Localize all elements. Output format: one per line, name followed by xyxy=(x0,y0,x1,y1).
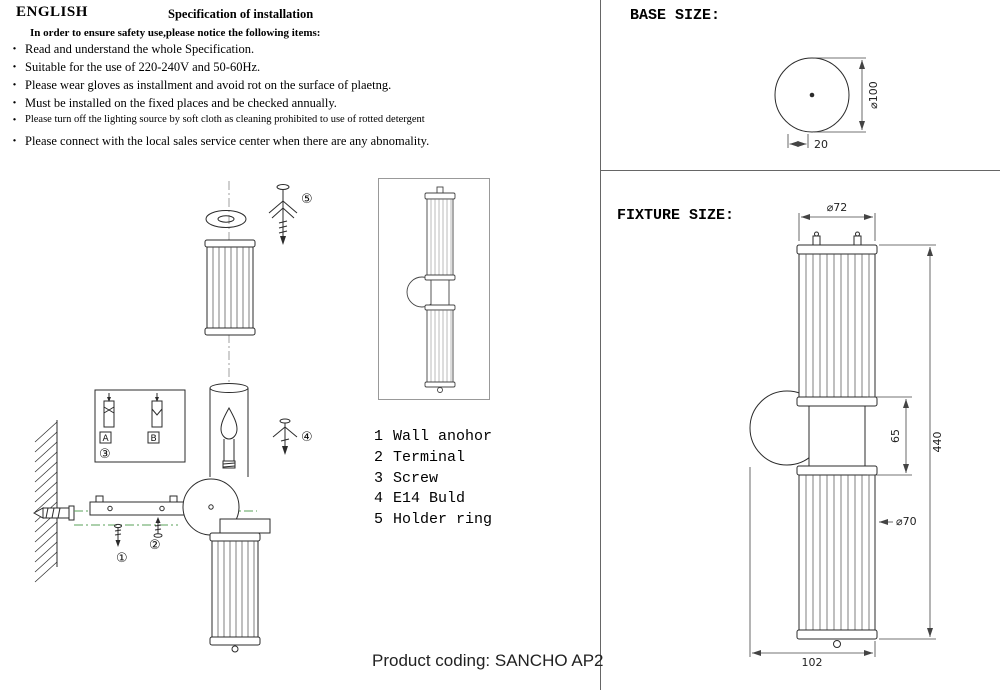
safety-item-text: Must be installed on the fixed places an… xyxy=(25,96,337,110)
anchor-detail-box xyxy=(94,389,186,463)
safety-item: Please connect with the local sales serv… xyxy=(12,134,587,149)
fixture-preview-drawing xyxy=(406,186,456,393)
part-row: 1 Wall anohor xyxy=(374,428,492,449)
detail-label-a: A xyxy=(103,434,110,444)
safety-item: Please turn off the lighting source by s… xyxy=(12,114,587,128)
fixture-preview-frame xyxy=(378,178,490,400)
assembly-diagram: ⑤ ④ ③ ② ① A B xyxy=(32,181,313,653)
part-label: Wall anohor xyxy=(393,428,493,445)
part-row: 4 E14 Buld xyxy=(374,490,492,511)
safety-intro: In order to ensure safety use,please not… xyxy=(30,27,321,39)
callout-5: ⑤ xyxy=(301,192,313,207)
bullet-icon xyxy=(12,42,25,57)
upper-shade xyxy=(204,239,256,336)
wall-section xyxy=(34,420,58,583)
part-number: 4 xyxy=(374,490,384,508)
part-row: 5 Holder ring xyxy=(374,511,492,532)
part-number: 2 xyxy=(374,448,384,466)
lower-shade xyxy=(796,465,878,648)
dim-shade-diameter: ⌀70 xyxy=(896,515,917,528)
fixture-size-heading: FIXTURE SIZE: xyxy=(617,207,735,224)
base-size-heading: BASE SIZE: xyxy=(630,7,721,24)
part-number: 3 xyxy=(374,469,384,487)
callout-3: ③ xyxy=(99,447,111,462)
safety-item-text: Read and understand the whole Specificat… xyxy=(25,42,255,56)
bullet-icon xyxy=(12,78,25,93)
dim-total-height: 440 xyxy=(931,432,944,453)
safety-item-text: Suitable for the use of 220-240V and 50-… xyxy=(25,60,261,74)
bulb-flame xyxy=(220,406,238,440)
fixture-holder xyxy=(219,518,271,534)
page-title: Specification of installation xyxy=(168,7,314,21)
safety-item-text: Please connect with the local sales serv… xyxy=(25,134,430,149)
fixture-dimensions xyxy=(749,213,936,657)
safety-list: Read and understand the whole Specificat… xyxy=(12,42,587,152)
screw-1 xyxy=(114,523,122,547)
upper-shade xyxy=(796,244,878,407)
winged-screw-4 xyxy=(272,418,298,455)
bullet-icon xyxy=(12,96,25,111)
safety-item: Please wear gloves as installment and av… xyxy=(12,78,587,93)
part-label: Holder ring xyxy=(393,511,493,529)
dim-top-diameter: ⌀72 xyxy=(827,201,848,214)
part-label: Terminal xyxy=(393,448,466,466)
horizontal-divider xyxy=(600,170,1000,171)
base-size-drawing: ⌀100 20 xyxy=(774,57,880,151)
dim-base-depth: 20 xyxy=(814,138,828,151)
bullet-icon xyxy=(12,134,25,149)
part-row: 2 Terminal xyxy=(374,449,492,470)
top-knobs xyxy=(812,231,862,246)
vertical-divider xyxy=(600,0,601,690)
safety-item: Read and understand the whole Specificat… xyxy=(12,42,587,57)
dim-holder-height: 65 xyxy=(889,429,902,443)
bullet-icon xyxy=(12,114,25,128)
part-row: 3 Screw xyxy=(374,470,492,491)
safety-item-text: Please turn off the lighting source by s… xyxy=(25,114,425,125)
part-label: Screw xyxy=(393,469,439,487)
safety-item: Must be installed on the fixed places an… xyxy=(12,96,587,111)
callout-2: ② xyxy=(149,538,161,553)
safety-item-text: Please wear gloves as installment and av… xyxy=(25,78,392,92)
fixture-holder xyxy=(808,405,866,467)
holder-ring xyxy=(205,210,247,228)
dim-base-diameter: ⌀100 xyxy=(867,81,880,109)
screw-2 xyxy=(153,517,163,538)
glass-tube-and-bulb xyxy=(209,383,249,477)
callout-4: ④ xyxy=(301,430,313,445)
bullet-icon xyxy=(12,60,25,75)
safety-item: Suitable for the use of 220-240V and 50-… xyxy=(12,60,587,75)
wall-anchor xyxy=(32,505,75,521)
dim-depth: 102 xyxy=(802,656,823,669)
part-number: 1 xyxy=(374,428,384,445)
product-coding: Product coding: SANCHO AP2 xyxy=(372,651,604,670)
part-label: E14 Buld xyxy=(393,490,466,508)
lower-shade xyxy=(209,532,261,653)
winged-screw-5 xyxy=(268,184,298,245)
mounting-bracket xyxy=(89,495,189,516)
callout-1: ① xyxy=(116,551,128,566)
fixture-size-drawing: ⌀72 440 65 ⌀70 102 xyxy=(749,201,944,669)
language-label: ENGLISH xyxy=(16,4,88,20)
base-dimensions xyxy=(787,57,866,148)
detail-label-b: B xyxy=(151,434,157,444)
base-plate xyxy=(774,57,850,133)
part-number: 5 xyxy=(374,511,384,529)
